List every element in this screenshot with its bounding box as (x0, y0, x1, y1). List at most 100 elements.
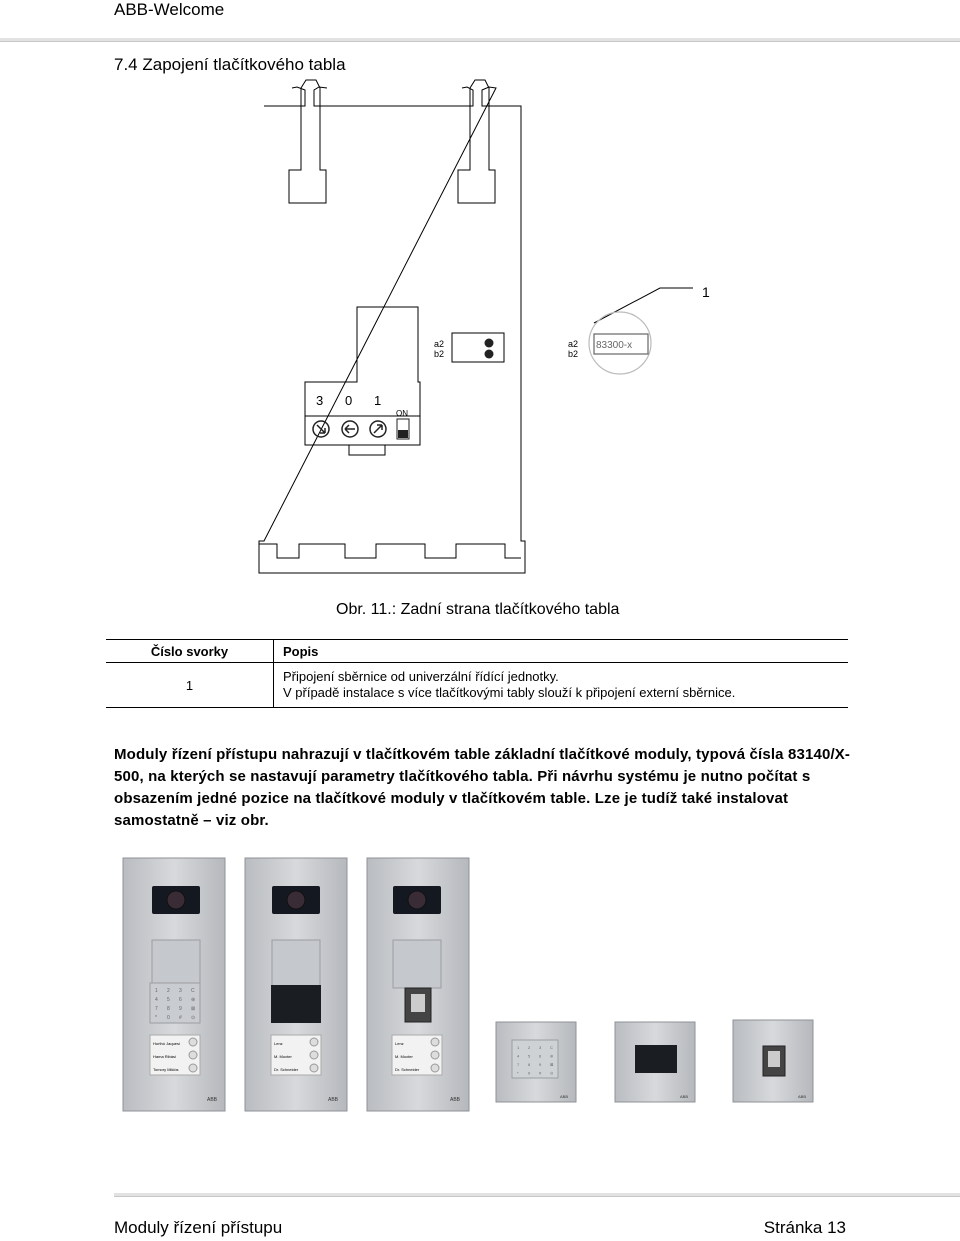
panel-3-name-1: Lenz (395, 1041, 404, 1046)
keypad-area (149, 982, 201, 1024)
keypad-key: 7 (517, 1062, 520, 1067)
brand-logo: ABB (798, 1094, 806, 1099)
bottom-edge-left (259, 543, 521, 559)
terminal-label-a2-right: a2 (568, 339, 578, 349)
terminal-label-b2-left: b2 (434, 349, 444, 359)
terminal-table: Číslo svorky Popis 1 Připojení sběrnice … (106, 639, 848, 708)
camera-lens (286, 890, 306, 910)
document-header-title: ABB-Welcome (114, 0, 225, 19)
keypad-key: 5 (528, 1054, 531, 1059)
switch-label-1: 1 (374, 393, 381, 408)
panel-cutout (304, 306, 421, 446)
speaker-grille (151, 939, 201, 989)
switch-knob-0 (341, 420, 359, 438)
table-header-row: Číslo svorky Popis (106, 639, 848, 663)
camera-lens (166, 890, 186, 910)
switch-knobs (312, 420, 387, 438)
switch-label-3: 3 (316, 393, 323, 408)
keypad-key: ⊙ (191, 1015, 195, 1021)
switch-knob-3 (312, 420, 330, 438)
door-station-rfid: Lenz M. Muxter Dr. Schneider ABB (244, 857, 348, 1112)
table-cell-number: 1 (106, 662, 274, 708)
table-cell-description: Připojení sběrnice od univerzální řídící… (273, 662, 848, 708)
footer-page-number: Stránka 13 (763, 1218, 846, 1237)
keypad-key: C (191, 988, 195, 994)
panel-3-name-3: Dr. Schneider (395, 1067, 420, 1072)
description-line-2: V případě instalace s více tlačítkovými … (283, 685, 736, 700)
keypad-key: 0 (528, 1071, 531, 1076)
panel-1-name-2: Hama Ribási (153, 1054, 176, 1059)
keypad-key: 5 (167, 997, 170, 1003)
section-heading: 7.4 Zapojení tlačítkového tabla (114, 55, 346, 74)
keypad-key: 8 (167, 1006, 170, 1012)
keypad-key: 1 (517, 1045, 520, 1050)
brand-logo: ABB (328, 1097, 339, 1103)
brand-logo: ABB (680, 1094, 688, 1099)
header-rule (0, 38, 960, 42)
standalone-rfid-module: ABB (614, 1021, 696, 1103)
figure-caption: Obr. 11.: Zadní strana tlačítkového tabl… (336, 601, 620, 618)
column-header-description: Popis (273, 639, 848, 663)
keypad-key: 4 (517, 1054, 520, 1059)
dip-switch (396, 418, 410, 440)
terminal-screws (484, 338, 494, 359)
panel-1-name-3: Tomory Miklós (153, 1067, 179, 1072)
keypad-key: * (517, 1071, 519, 1076)
keypad-key: 2 (528, 1045, 531, 1050)
terminal-label-a2-left: a2 (434, 339, 444, 349)
brand-logo: ABB (207, 1097, 218, 1103)
switch-knob-1 (369, 420, 387, 438)
column-header-number: Číslo svorky (106, 639, 274, 663)
connector-notch (348, 445, 386, 456)
keypad-key: 9 (179, 1006, 182, 1012)
terminal-screw-a2 (484, 338, 494, 348)
keypad-key: * (155, 1015, 157, 1021)
panel-outline (258, 86, 526, 574)
switch-block (304, 415, 421, 446)
keypad-key: 1 (155, 988, 158, 994)
switch-on-label: ON (396, 409, 408, 418)
keypad-key: # (179, 1015, 182, 1021)
left-mount-clip (288, 79, 327, 204)
keypad-key: ⊛ (550, 1054, 553, 1059)
switch-knob-1-arrow (373, 424, 383, 434)
footer-rule (114, 1193, 960, 1197)
camera-lens (407, 890, 427, 910)
keypad-key: C (550, 1045, 553, 1050)
callout-number: 1 (702, 284, 710, 300)
door-station-fingerprint: Lenz M. Muxter Dr. Schneider ABB (366, 857, 470, 1112)
panel-3-name-2: M. Muxter (395, 1054, 413, 1059)
right-mount-clip (457, 79, 496, 204)
keypad-key: 8 (528, 1062, 531, 1067)
body-paragraph: Moduly řízení přístupu nahrazují v tlačí… (114, 746, 851, 829)
brand-logo: ABB (450, 1097, 461, 1103)
keypad-key: 0 (167, 1015, 170, 1021)
keypad-key: 7 (155, 1006, 158, 1012)
switch-label-0: 0 (345, 393, 352, 408)
callout-leader (593, 287, 693, 324)
keypad-key: 6 (539, 1054, 542, 1059)
keypad-key: # (539, 1071, 542, 1076)
speaker-grille (392, 939, 442, 989)
table-row: 1 Připojení sběrnice od univerzální řídí… (106, 662, 848, 708)
keypad-key: ⊠ (550, 1062, 553, 1067)
keypad-key: ⊠ (191, 1006, 195, 1012)
keypad-key: 6 (179, 997, 182, 1003)
terminal-screw-b2 (484, 349, 494, 359)
module-label-graphic (588, 311, 652, 375)
keypad-key: 3 (179, 988, 182, 994)
switch-knob-0-arrow (344, 424, 355, 434)
module-label: 83300-x (596, 340, 632, 351)
brand-logo: ABB (560, 1094, 568, 1099)
panel-2-name-1: Lenz (274, 1041, 283, 1046)
keypad-key: 4 (155, 997, 158, 1003)
panel-1-name-1: Horthó Jaquesi (153, 1041, 180, 1046)
rfid-reader (635, 1045, 677, 1073)
footer-section-title: Moduly řízení přístupu (114, 1218, 283, 1237)
keypad-key: 9 (539, 1062, 542, 1067)
